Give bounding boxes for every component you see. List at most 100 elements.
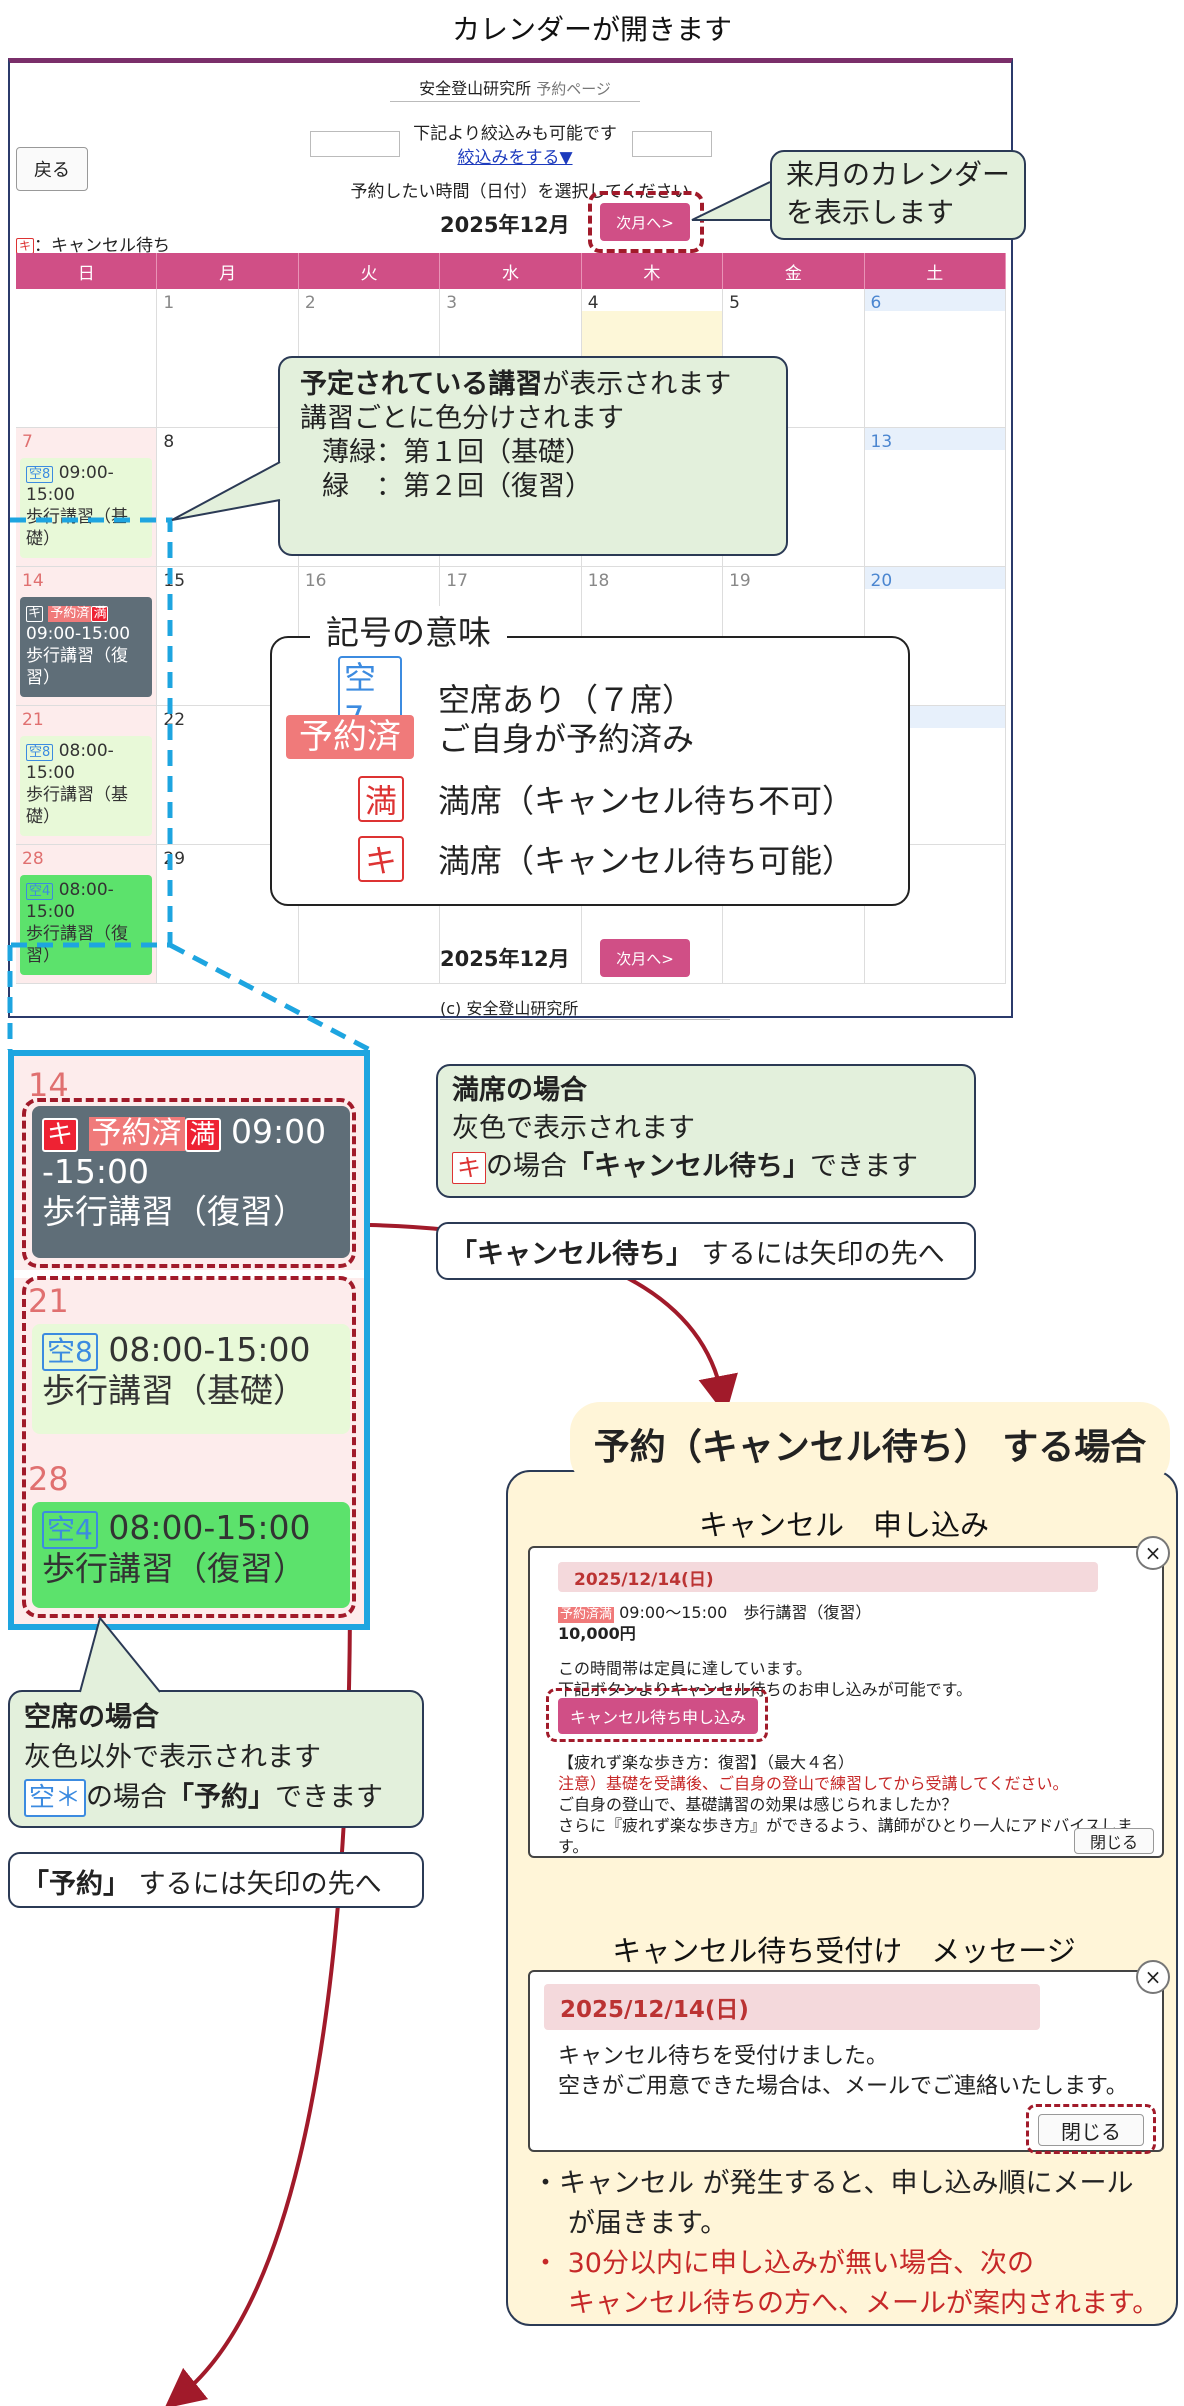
- day-number: 6: [870, 293, 882, 313]
- callout-text: できます: [275, 1782, 384, 1813]
- full-badge: 満: [91, 606, 109, 622]
- zoom-guide-right: [168, 942, 372, 1053]
- callout-pointer: [691, 181, 771, 221]
- event-name: 歩行講習（基礎）: [42, 1371, 306, 1410]
- day-cell[interactable]: [723, 428, 865, 567]
- legend-item: 予約済ご自身が予約済み: [286, 714, 694, 760]
- day-number: 17: [446, 571, 468, 591]
- weekday-mon: 月: [157, 253, 299, 289]
- day-cell[interactable]: 5: [723, 289, 865, 428]
- day-number: 19: [729, 571, 751, 591]
- copyright: (c) 安全登山研究所: [440, 995, 730, 1020]
- button-highlight: [1026, 2104, 1156, 2154]
- day-cell[interactable]: 20: [864, 567, 1006, 706]
- day-cell[interactable]: 6: [864, 289, 1006, 428]
- vacant-icon: 空＊: [24, 1779, 87, 1817]
- event-name: 歩行講習（復習）: [42, 1549, 306, 1588]
- legend-item-text: 空席あり（７席）: [438, 681, 695, 719]
- filter-link[interactable]: 絞込みをする▼: [457, 148, 573, 168]
- vacant-badge: 空8: [26, 744, 54, 761]
- cancel-wait-apply-button[interactable]: キャンセル待ち申し込み: [558, 1698, 758, 1734]
- weekday-sat: 土: [864, 253, 1006, 289]
- slot-time: 09:00～15:00 歩行講習（復習）: [619, 1603, 872, 1622]
- legend-item: 空7空席あり（７席）: [338, 656, 694, 740]
- close-icon[interactable]: ×: [1136, 1536, 1170, 1570]
- callout-line: 灰色で表示されます: [452, 1113, 695, 1144]
- day-cell[interactable]: [723, 845, 865, 984]
- filter-box-right[interactable]: [632, 131, 712, 157]
- instruction-text: するには矢印の先へ: [130, 1869, 382, 1900]
- site-header: 安全登山研究所 予約ページ: [390, 75, 640, 102]
- filter-hint: 下記より絞込みも可能です: [413, 124, 617, 144]
- day-number: 4: [587, 293, 599, 313]
- site-name: 安全登山研究所: [419, 79, 532, 98]
- day-cell[interactable]: [864, 845, 1006, 984]
- callout-line: 来月のカレンダー: [786, 158, 1011, 191]
- day-number: 2: [304, 293, 316, 313]
- callout-bold: 予定されている講習: [300, 369, 543, 400]
- close-button[interactable]: 閉じる: [1074, 1828, 1154, 1854]
- callout-text: が表示されます: [542, 369, 732, 400]
- callout-bold: 「予約」: [167, 1782, 276, 1813]
- legend-item: キ満席（キャンセル待ち可能）: [358, 836, 854, 882]
- full-icon: 満: [358, 776, 404, 822]
- next-month-button[interactable]: 次月へ>: [600, 203, 690, 241]
- reserved-badge: 予約済: [88, 1117, 185, 1151]
- day-number: 1: [163, 293, 175, 313]
- dialog-message: 下記ボタンよりキャンセル待ちのお申し込みが可能です。: [558, 1680, 973, 1699]
- event-name: 歩行講習（復習）: [42, 1192, 306, 1231]
- reserved-badge: 予約済: [48, 606, 92, 622]
- month-label: 2025年12月: [440, 213, 570, 237]
- full-highlight: [22, 1098, 356, 1268]
- back-button[interactable]: 戻る: [16, 147, 88, 191]
- day-number: 28: [28, 1460, 69, 1498]
- day-number: 16: [304, 571, 327, 591]
- next-month-highlight: [588, 191, 704, 253]
- dialog-message: この時間帯は定員に達しています。: [558, 1659, 812, 1678]
- legend-item-text: ご自身が予約済み: [438, 720, 695, 758]
- day-number: 13: [870, 432, 893, 452]
- panel-title: 予約（キャンセル待ち） する場合: [570, 1402, 1170, 1486]
- day-cell[interactable]: [440, 845, 582, 984]
- day-cell[interactable]: 13: [864, 428, 1006, 567]
- legend-text: ：キャンセル待ち: [34, 236, 171, 256]
- day-number: 8: [163, 432, 175, 452]
- callout-title: 満席の場合: [452, 1075, 587, 1106]
- full-badge: 満: [184, 1118, 221, 1152]
- cancel-instruction: 「キャンセル待ち」 するには矢印の先へ: [436, 1222, 976, 1280]
- next-month-button-footer[interactable]: 次月へ>: [600, 939, 690, 977]
- vacant-badge: 空4: [42, 1511, 98, 1549]
- cancel-wait-symbol: キ: [42, 1118, 79, 1152]
- info-note: が届きます。: [568, 2208, 728, 2239]
- event-time: 08:00-15:00: [108, 1330, 311, 1369]
- event-time: 09:00-15:00: [26, 624, 131, 644]
- cancel-wait-icon: キ: [452, 1151, 486, 1184]
- filter-box-left[interactable]: [310, 131, 400, 157]
- callout-title: 空席の場合: [24, 1702, 159, 1733]
- weekday-wed: 水: [440, 253, 582, 289]
- day-number: 28: [22, 849, 44, 869]
- cancel-wait-confirm-dialog: × 2025/12/14(日) キャンセル待ちを受付けました。 空きがご用意でき…: [528, 1960, 1170, 2154]
- legend-item: 満満席（キャンセル待ち不可）: [358, 776, 854, 822]
- section-title: キャンセル 申し込み: [698, 1508, 989, 1542]
- month-label-footer: 2025年12月: [440, 947, 570, 971]
- close-button[interactable]: 閉じる: [1038, 2114, 1144, 2146]
- course-title: 【疲れず楽な歩き方：復習】（最大４名）: [558, 1753, 855, 1772]
- callout-line: 灰色以外で表示されます: [24, 1742, 321, 1773]
- day-cell[interactable]: [581, 845, 724, 984]
- close-icon[interactable]: ×: [1136, 1960, 1170, 1994]
- reserved-icon: 予約済: [286, 715, 414, 759]
